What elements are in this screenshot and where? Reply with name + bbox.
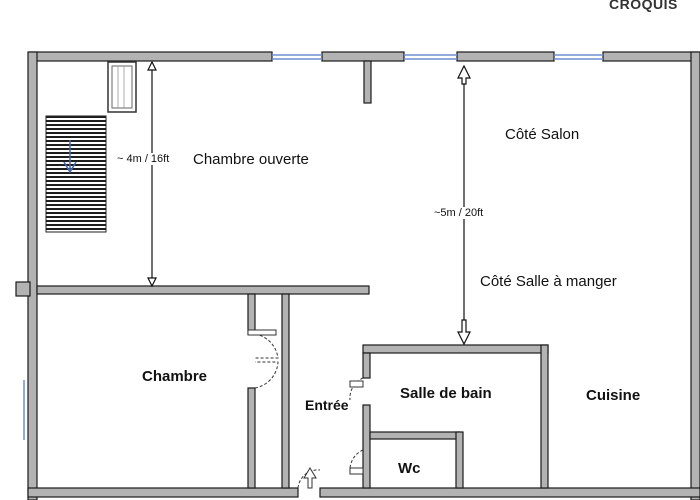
dimension-right — [457, 64, 471, 346]
dimension-label-left: ~ 4m / 16ft — [117, 153, 170, 165]
wall-sdb-right — [540, 344, 549, 489]
wall-top-2 — [321, 51, 405, 62]
windows — [23, 54, 603, 440]
door-sdb-arc — [349, 377, 364, 401]
stair-arrow-icon — [63, 140, 77, 174]
wall-left — [27, 51, 38, 500]
room-label-cote-salon: Côté Salon — [505, 126, 580, 143]
wall-bottom-2 — [319, 487, 700, 498]
wall-left-jog — [15, 281, 31, 297]
wall-divider — [36, 285, 370, 295]
staircase — [45, 61, 137, 233]
dim-left-arrow-top — [147, 60, 157, 71]
door-entry-arc — [297, 469, 321, 489]
stair-top-inner — [111, 65, 133, 109]
dim-right-arrow-top — [457, 64, 471, 85]
wall-bottom-1 — [27, 487, 299, 498]
room-label-cote-salle-a-manger: Côté Salle à manger — [480, 273, 617, 290]
room-label-cuisine: Cuisine — [586, 387, 641, 404]
door-wc-frame — [349, 467, 364, 475]
walls — [15, 51, 700, 500]
wall-stub — [363, 60, 372, 104]
door-frames — [247, 329, 364, 475]
wall-top-3 — [456, 51, 555, 62]
wall-right — [690, 51, 700, 500]
entry-arrow-icon — [303, 467, 317, 489]
door-chambre-arc-2 — [254, 361, 279, 389]
dim-left-arrow-bottom — [147, 277, 157, 288]
wall-wc-right — [455, 431, 464, 489]
wall-chambre-right-a — [247, 293, 256, 335]
wall-sdb-left-b — [362, 404, 371, 489]
room-label-wc: Wc — [398, 460, 421, 477]
dim-right-arrow-bottom — [457, 319, 471, 346]
wall-top-4 — [602, 51, 699, 62]
room-label-salle-de-bain: Salle de bain — [400, 385, 492, 402]
stair-flight — [45, 115, 107, 233]
door-sdb-frame — [349, 380, 364, 388]
room-label-chambre-ouverte: Chambre ouverte — [193, 151, 309, 168]
wall-top-1 — [29, 51, 273, 62]
dimension-label-right: ~5m / 20ft — [434, 207, 484, 219]
room-label-chambre: Chambre — [142, 368, 208, 385]
door-chambre-frame — [247, 329, 277, 336]
wall-chambre-right-b — [247, 387, 256, 489]
room-label-entree: Entrée — [305, 397, 349, 413]
dimension-left — [147, 60, 157, 288]
wall-sdb-top — [362, 344, 549, 354]
wall-wc-top — [369, 431, 461, 440]
door-chambre-arc — [254, 333, 279, 359]
wall-entree-right — [281, 293, 290, 489]
wall-sdb-left-a — [362, 352, 371, 379]
page-title: CROQUIS — [609, 0, 678, 12]
